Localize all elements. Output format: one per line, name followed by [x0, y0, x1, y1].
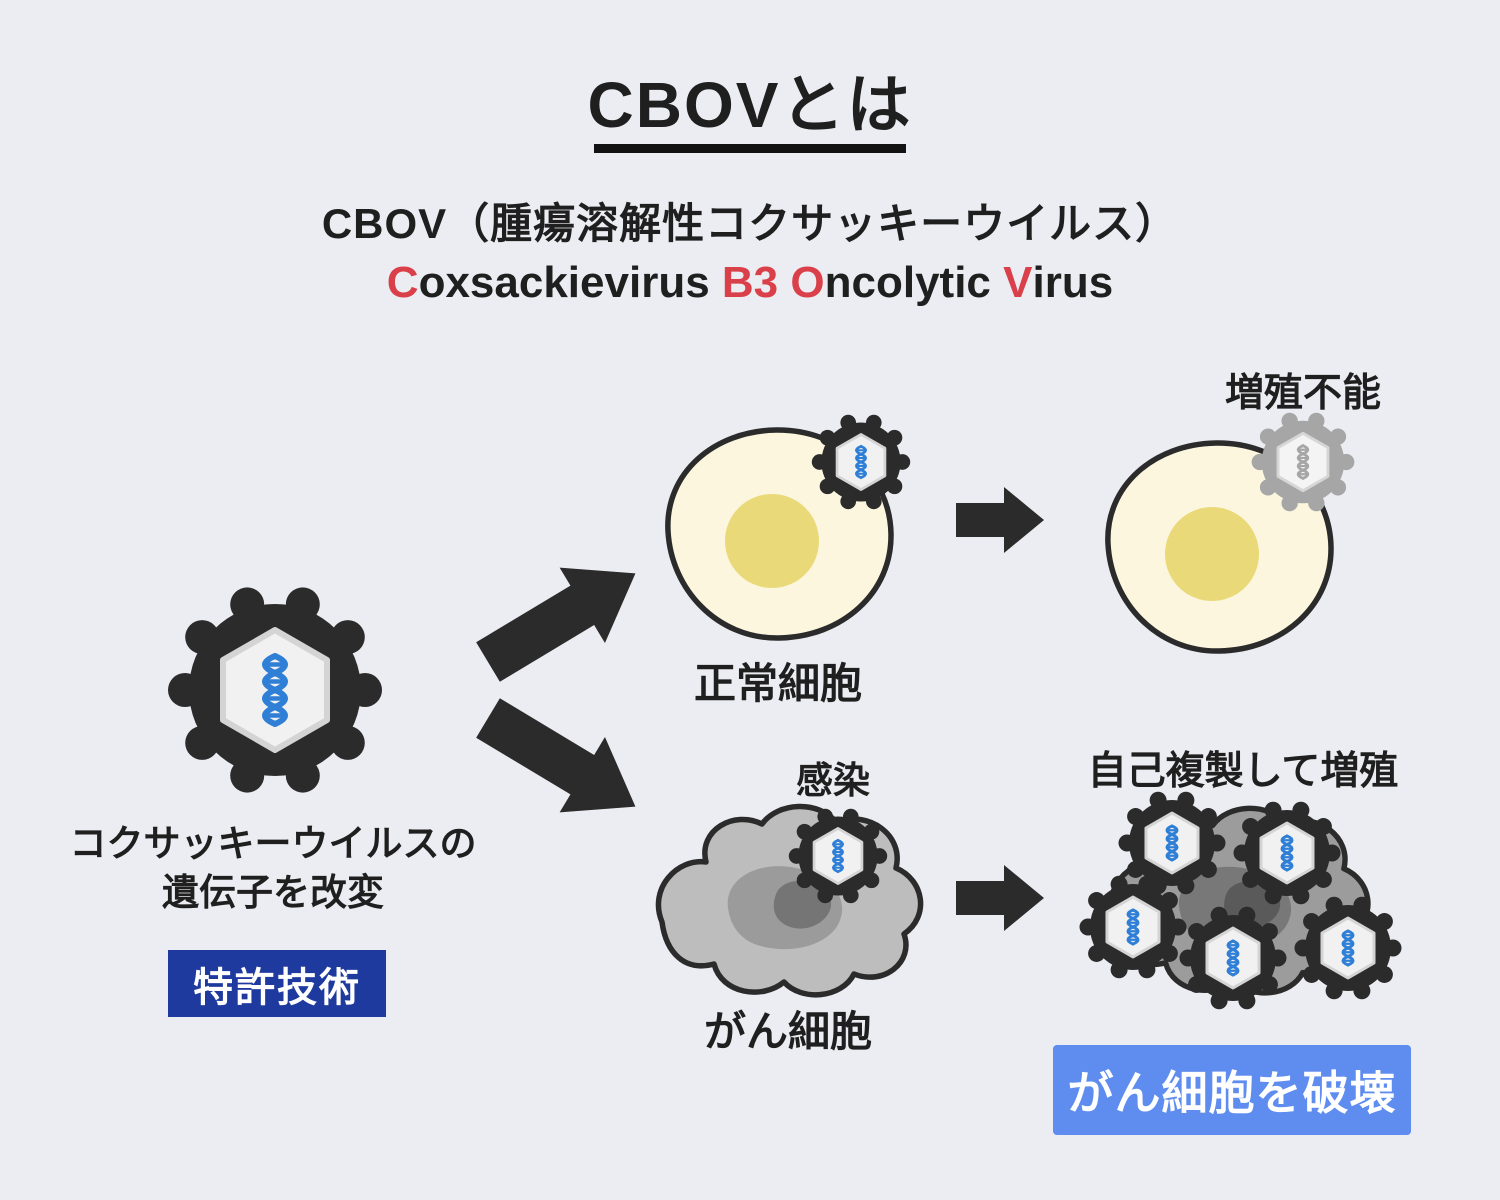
cancer-cell-shape — [658, 806, 920, 994]
normal-cell-label: 正常細胞 — [693, 660, 862, 707]
page-title: CBOVとは — [587, 69, 913, 141]
latin-initial-c: C — [386, 258, 419, 307]
latin-rest-1: oxsackievirus — [418, 258, 710, 307]
virus-caption-line2: 遺伝子を改変 — [162, 871, 384, 913]
replicate-label: 自己複製して増殖 — [1087, 750, 1399, 793]
latin-rest-2: ncolytic — [824, 258, 991, 307]
virus-caption-line1: コクサッキーウイルスの — [69, 823, 477, 864]
title-underline — [594, 144, 906, 153]
subtitle-japanese: CBOV（腫瘍溶解性コクサッキーウイルス） — [321, 200, 1179, 247]
latin-initial-v: V — [1003, 258, 1033, 307]
latin-b3: B3 — [721, 258, 779, 307]
infection-label: 感染 — [796, 760, 870, 801]
destroy-badge: がん細胞を破壊 — [1053, 1045, 1411, 1135]
latin-initial-o: O — [790, 258, 825, 307]
modified-virus-icon — [168, 587, 382, 792]
patent-badge: 特許技術 — [168, 950, 386, 1017]
virus-caption: コクサッキーウイルスの 遺伝子を改変 — [28, 820, 518, 918]
no-growth-label: 増殖不能 — [1224, 372, 1381, 415]
latin-rest-3: irus — [1032, 258, 1114, 307]
result-arrow-normal-icon — [956, 487, 1044, 553]
result-arrow-cancer-icon — [956, 865, 1044, 931]
cancer-cell-label: がん細胞 — [703, 1008, 872, 1055]
subtitle-latin: Coxsackievirus B3 Oncolytic Virus — [0, 258, 1500, 308]
